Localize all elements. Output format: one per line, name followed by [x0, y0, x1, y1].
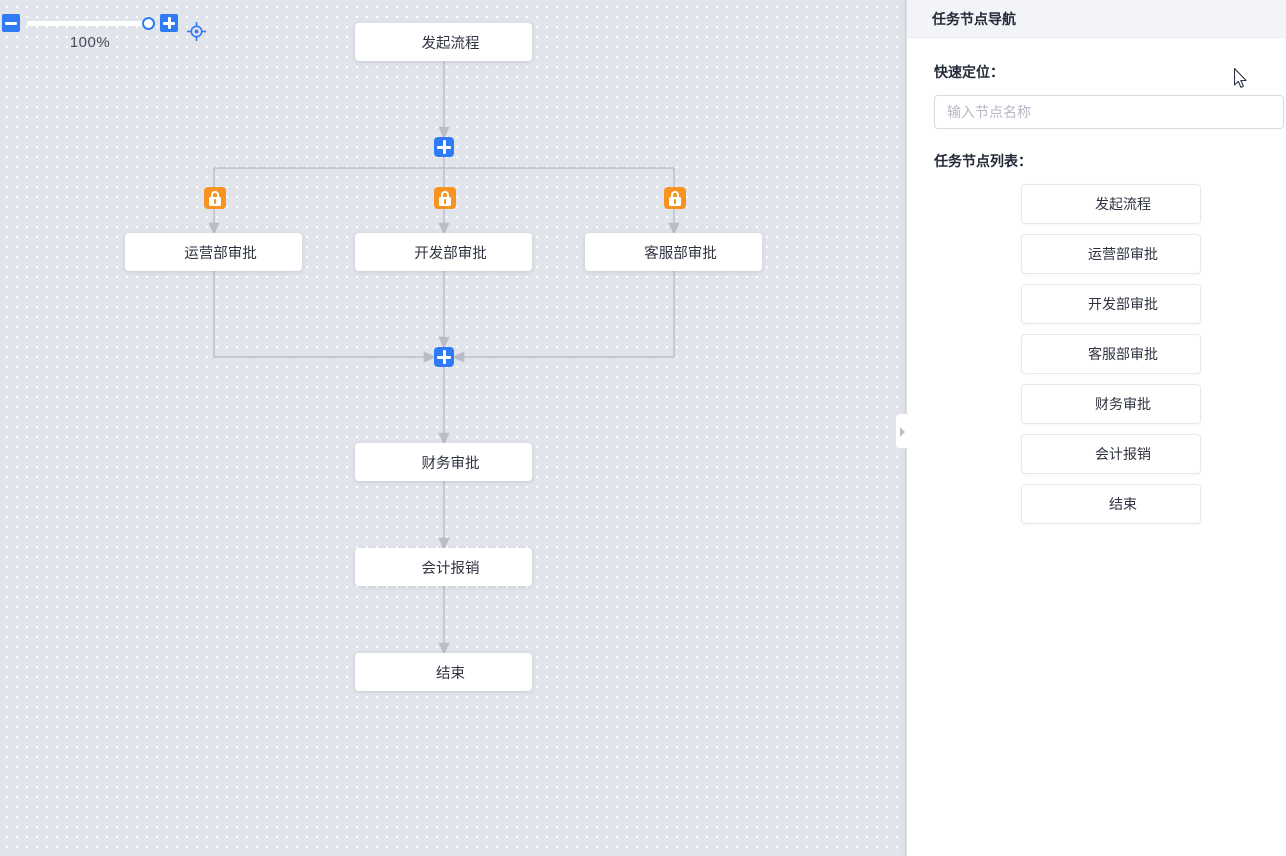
gateway-join-icon[interactable]: [434, 347, 454, 367]
flow-node-label: 会计报销: [421, 560, 480, 577]
play-circle-icon: [1041, 194, 1061, 214]
stop-circle-icon: [1041, 494, 1061, 514]
list-item-end[interactable]: 结束: [1021, 484, 1201, 524]
quick-locate-label: 快速定位：: [934, 64, 1004, 80]
stop-circle-icon: [373, 662, 393, 682]
panel-body: 快速定位： 任务节点列表： 发起流程 运营部审批 开发部审批 客服部审批: [907, 38, 1286, 524]
list-item-label: 结束: [1109, 496, 1137, 512]
crosshair-target-icon[interactable]: [186, 21, 207, 42]
task-doc-icon: [373, 557, 393, 577]
flow-node-dev-approval[interactable]: 开发部审批: [355, 233, 532, 271]
play-circle-icon: [373, 32, 393, 52]
flow-node-label: 开发部审批: [414, 245, 487, 262]
list-item-label: 发起流程: [1095, 196, 1151, 212]
zoom-slider[interactable]: [27, 21, 145, 26]
task-doc-icon: [1041, 344, 1061, 364]
flow-canvas[interactable]: 100% 发起流程 运营部审批 开发部审批 客服部审批 财务审批 会计报销 结束: [0, 0, 906, 856]
panel-header: 任务节点导航: [907, 0, 1286, 38]
flow-node-label: 运营部审批: [184, 245, 257, 262]
flow-node-label: 发起流程: [421, 35, 480, 52]
task-doc-icon: [373, 242, 393, 262]
task-doc-icon: [373, 452, 393, 472]
flow-node-start[interactable]: 发起流程: [355, 23, 532, 61]
flow-node-accounting-reimbursement[interactable]: 会计报销: [355, 548, 532, 586]
flow-node-label: 结束: [436, 665, 465, 682]
lock-icon-ops[interactable]: [204, 187, 226, 209]
list-item-accounting-reimbursement[interactable]: 会计报销: [1021, 434, 1201, 474]
list-item-label: 财务审批: [1095, 396, 1151, 412]
zoom-toolbar: 100%: [0, 8, 215, 54]
gateway-split-icon[interactable]: [434, 137, 454, 157]
task-doc-icon: [1041, 294, 1061, 314]
panel-title: 任务节点导航: [932, 10, 1016, 27]
list-item-start[interactable]: 发起流程: [1021, 184, 1201, 224]
list-item-label: 运营部审批: [1088, 246, 1158, 262]
lock-icon-support[interactable]: [664, 187, 686, 209]
lock-icon-dev[interactable]: [434, 187, 456, 209]
flow-node-support-approval[interactable]: 客服部审批: [585, 233, 762, 271]
task-doc-icon: [143, 242, 163, 262]
zoom-in-icon[interactable]: [160, 14, 178, 32]
node-list-label: 任务节点列表：: [934, 153, 1032, 169]
flow-node-finance-approval[interactable]: 财务审批: [355, 443, 532, 481]
zoom-slider-handle[interactable]: [142, 17, 155, 30]
task-doc-icon: [1041, 244, 1061, 264]
flow-node-label: 财务审批: [421, 455, 480, 472]
connector-layer: [208, 61, 680, 656]
flow-node-ops-approval[interactable]: 运营部审批: [125, 233, 302, 271]
flow-node-label: 客服部审批: [644, 245, 717, 262]
list-item-finance-approval[interactable]: 财务审批: [1021, 384, 1201, 424]
node-list: 发起流程 运营部审批 开发部审批 客服部审批 财务审批 会计报销: [1021, 184, 1259, 524]
list-item-label: 客服部审批: [1088, 346, 1158, 362]
node-search-input[interactable]: [934, 95, 1284, 129]
task-node-navigation-panel: 任务节点导航 快速定位： 任务节点列表： 发起流程 运营部审批 开发部审批 客服…: [895, 0, 1286, 856]
list-item-support-approval[interactable]: 客服部审批: [1021, 334, 1201, 374]
task-doc-icon: [1041, 444, 1061, 464]
list-item-ops-approval[interactable]: 运营部审批: [1021, 234, 1201, 274]
task-doc-icon: [1041, 394, 1061, 414]
flow-node-end[interactable]: 结束: [355, 653, 532, 691]
list-item-label: 开发部审批: [1088, 296, 1158, 312]
zoom-level-label: 100%: [69, 34, 111, 51]
list-item-label: 会计报销: [1095, 446, 1151, 462]
chevron-right-icon[interactable]: [895, 413, 908, 449]
list-item-dev-approval[interactable]: 开发部审批: [1021, 284, 1201, 324]
task-doc-icon: [603, 242, 623, 262]
zoom-out-icon[interactable]: [2, 14, 20, 32]
